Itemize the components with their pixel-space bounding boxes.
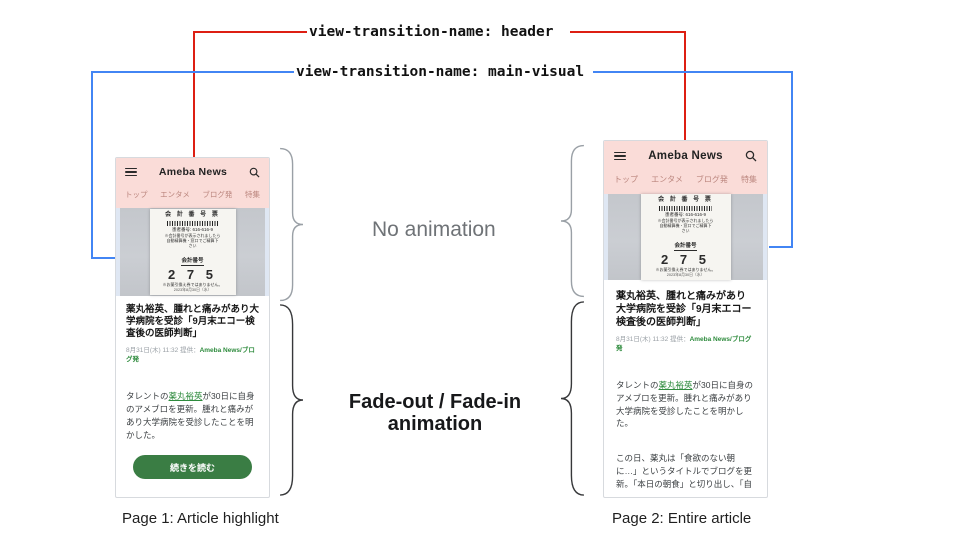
header-line-right-vertical: [684, 31, 686, 140]
entire-article: 薬丸裕英、腫れと痛みがあり大学病院を受診「9月末エコー検査後の医師判断」 8月3…: [604, 280, 767, 497]
article-text: が30日に自身のアメブロを更新。腫れと痛みがあり大学病院を受診したことを明かした…: [126, 391, 255, 440]
ticket-patient-no: 患者番号: 616-616-9: [171, 226, 214, 232]
ticket-title: 会 計 番 号 票: [658, 196, 713, 203]
barcode: [658, 205, 713, 211]
ticket-notice-line2: 自動精算機・窓口でご精算下: [659, 222, 712, 228]
article-date: 8月31日(木) 11:32: [126, 347, 179, 355]
ticket-photo: 会 計 番 号 票 患者番号: 616-616-9 ※会計番号が表示されましたら…: [120, 208, 265, 296]
nav-tabs: トップ エンタメ ブログ発 特集: [604, 164, 767, 194]
brace-page1-top: [278, 147, 303, 302]
search-icon[interactable]: [745, 150, 757, 162]
menu-icon[interactable]: [125, 167, 137, 177]
app-header: Ameba News トップ エンタメ ブログ発 特集: [604, 141, 767, 194]
main-visual-line-right-horizontal: [593, 71, 793, 73]
ticket-notice: ※会計番号が表示されましたら 自動精算機・窓口でご精算下 さい: [643, 218, 729, 234]
article-person-link[interactable]: 薬丸裕英: [168, 391, 203, 402]
article-paragraph-2: この日、薬丸は「食欲のない朝に…」というタイトルでブログを更新。「本日の朝食」と…: [616, 453, 753, 489]
tab-entertainment[interactable]: エンタメ: [651, 175, 683, 184]
article-date: 8月31日(木) 11:32: [616, 336, 669, 343]
main-visual-line-right-connector: [769, 246, 793, 248]
article-meta: 8月31日(木) 11:32 提供：Ameba News/ブログ発: [126, 346, 259, 364]
header-line-left-horizontal: [193, 31, 307, 33]
ticket-notice: ※会計番号が表示されましたら 自動精算機・窓口でご精算下 さい: [152, 233, 234, 249]
main-visual-image: 会 計 番 号 票 患者番号: 616-616-9 ※会計番号が表示されましたら…: [116, 208, 269, 296]
barcode: [167, 220, 218, 226]
article-text: タレントの: [616, 380, 659, 391]
tab-special[interactable]: 特集: [741, 175, 757, 184]
ticket-photo: 会 計 番 号 票 患者番号: 616-616-9 ※会計番号が表示されましたら…: [608, 193, 763, 281]
app-header: Ameba News トップ エンタメ ブログ発 特集: [116, 158, 269, 208]
article-paragraph-1: タレントの薬丸裕英が30日に自身のアメブロを更新。腫れと痛みがあり大学病院を受診…: [616, 379, 755, 430]
main-visual-line-left-horizontal: [91, 71, 294, 73]
tab-top[interactable]: トップ: [614, 175, 638, 184]
brand-logo[interactable]: Ameba News: [648, 150, 723, 162]
page1-caption: Page 1: Article highlight: [122, 510, 279, 527]
brace-page1-bottom: [278, 303, 303, 497]
search-icon[interactable]: [249, 167, 260, 178]
article-provider-label: 提供：: [180, 347, 200, 355]
ticket-title: 会 計 番 号 票: [165, 211, 220, 218]
tab-blog[interactable]: ブログ発: [202, 190, 233, 199]
fade-animation-label: Fade-out / Fade-in animation: [335, 391, 535, 435]
ticket-notice-line1: ※会計番号が表示されましたら: [657, 217, 714, 223]
ticket-patient-no: 患者番号: 616-616-9: [664, 211, 707, 217]
ticket-number: 2 7 5: [661, 252, 710, 268]
article-paragraph-1: タレントの薬丸裕英が30日に自身のアメブロを更新。腫れと痛みがあり大学病院を受診…: [126, 390, 259, 441]
ticket-date: 2023年8月30日（水）: [173, 288, 212, 293]
fade-animation-label-line2: animation: [387, 413, 483, 435]
accounting-ticket: 会 計 番 号 票 患者番号: 616-616-9 ※会計番号が表示されましたら…: [149, 208, 236, 296]
brace-page2-top: [561, 144, 586, 298]
brand-logo[interactable]: Ameba News: [158, 166, 228, 178]
main-visual-line-left-connector: [91, 257, 116, 259]
ticket-notice-line3: さい: [681, 227, 690, 233]
tab-special[interactable]: 特集: [244, 190, 260, 199]
article-text: が30日に自身のアメブロを更新。腫れと痛みがあり大学病院を受診したことを明かした…: [616, 380, 753, 429]
ticket-notice-line3: さい: [188, 242, 197, 248]
no-animation-label: No animation: [372, 218, 496, 241]
accounting-ticket: 会 計 番 号 票 患者番号: 616-616-9 ※会計番号が表示されましたら…: [640, 193, 731, 281]
page1-mockup: Ameba News トップ エンタメ ブログ発 特集 会 計 番 号 票 患者…: [115, 157, 270, 498]
article-provider-label: 提供：: [670, 336, 690, 343]
header-transition-label: view-transition-name: header: [309, 24, 554, 40]
tab-top[interactable]: トップ: [125, 190, 148, 199]
article-person-link[interactable]: 薬丸裕英: [658, 380, 693, 391]
article-title: 薬丸裕英、腫れと痛みがあり大学病院を受診「9月末エコー検査後の医師判断」: [616, 291, 752, 328]
header-line-left-vertical: [193, 31, 195, 157]
ticket-notice-line2: 自動精算機・窓口でご精算下: [166, 237, 219, 243]
main-visual-transition-label: view-transition-name: main-visual: [296, 64, 585, 80]
ticket-date: 2023年8月30日（水）: [666, 273, 705, 278]
article-text: タレントの: [126, 391, 169, 402]
tab-blog[interactable]: ブログ発: [695, 175, 728, 184]
ticket-number-label: 会計番号: [674, 243, 697, 251]
brace-page2-bottom: [561, 300, 586, 497]
article-provider[interactable]: Ameba News/ブログ発: [616, 336, 752, 353]
main-visual-line-left-vertical: [91, 71, 93, 259]
ticket-footnote: ※お薬引換え券ではありません。: [655, 267, 716, 273]
article-highlight: 薬丸裕英、腫れと痛みがあり大学病院を受診「9月末エコー検査後の医師判断」 8月3…: [116, 296, 269, 489]
ticket-notice-line1: ※会計番号が表示されましたら: [164, 232, 221, 238]
read-more-button[interactable]: 続きを読む: [132, 455, 253, 480]
main-visual-line-right-vertical: [791, 71, 793, 248]
page2-mockup: Ameba News トップ エンタメ ブログ発 特集 会 計 番 号 票 患者…: [603, 140, 768, 498]
ticket-number: 2 7 5: [168, 267, 217, 283]
fade-animation-label-line1: Fade-out / Fade-in: [348, 391, 522, 413]
article-meta: 8月31日(木) 11:32 提供：Ameba News/ブログ発: [616, 335, 755, 353]
article-title: 薬丸裕英、腫れと痛みがあり大学病院を受診「9月末エコー検査後の医師判断」: [126, 304, 260, 340]
tab-entertainment[interactable]: エンタメ: [160, 190, 190, 199]
main-visual-image: 会 計 番 号 票 患者番号: 616-616-9 ※会計番号が表示されましたら…: [604, 193, 767, 281]
page2-caption: Page 2: Entire article: [612, 510, 752, 527]
ticket-footnote: ※お薬引換え券ではありません。: [162, 282, 223, 288]
header-line-right-horizontal: [570, 31, 686, 33]
nav-tabs: トップ エンタメ ブログ発 特集: [116, 180, 269, 208]
ticket-number-label: 会計番号: [181, 258, 204, 266]
article-provider[interactable]: Ameba News/ブログ発: [126, 347, 255, 364]
menu-icon[interactable]: [614, 151, 626, 161]
